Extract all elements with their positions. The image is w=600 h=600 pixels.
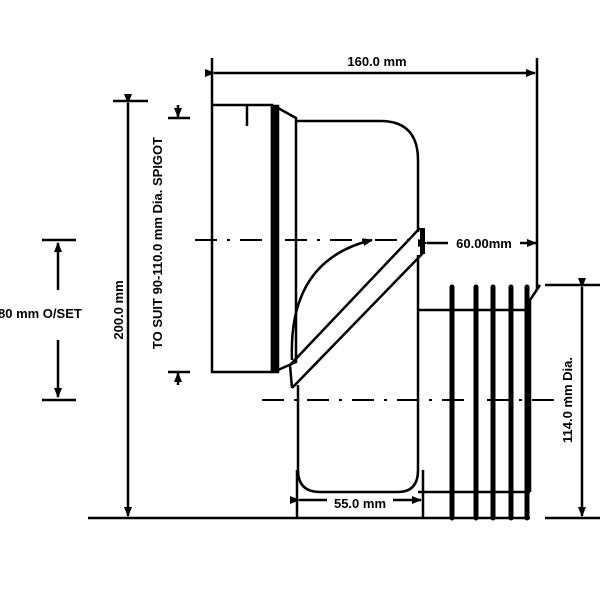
outlet-spigot xyxy=(418,284,542,521)
spigot-dimension xyxy=(168,105,190,385)
upper-body xyxy=(296,119,420,232)
height-dimension xyxy=(113,94,148,517)
diameter-dimension xyxy=(545,278,600,520)
socket-flange xyxy=(210,103,298,374)
lower-body xyxy=(296,255,420,494)
projection-label: 60.00mm xyxy=(456,236,512,251)
offset-label: 80 mm O/SET xyxy=(0,306,82,321)
width-dimension xyxy=(205,58,539,290)
width-label: 160.0 mm xyxy=(347,54,406,69)
spigot-label: TO SUIT 90-110.0 mm Dia. SPIGOT xyxy=(150,137,165,349)
height-label: 200.0 mm xyxy=(111,280,126,339)
centerlines xyxy=(195,239,565,401)
offset-dimension xyxy=(42,238,76,402)
bottom-width-label: 55.0 mm xyxy=(334,496,386,511)
diameter-label: 114.0 mm Dia. xyxy=(560,357,575,443)
slant-joint xyxy=(288,227,425,389)
rotation-arc xyxy=(290,238,373,361)
